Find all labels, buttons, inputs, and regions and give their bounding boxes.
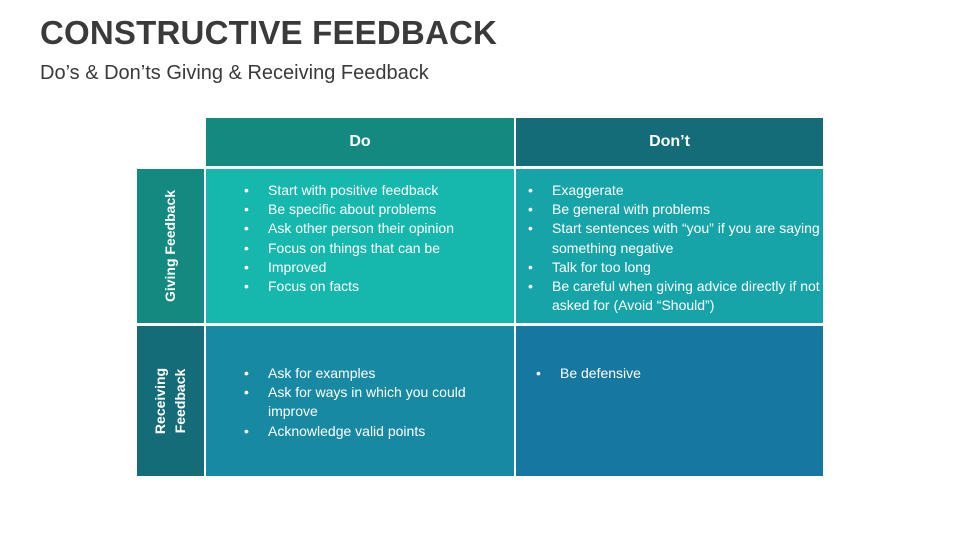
bullet-item: Exaggerate [528,181,823,200]
column-header-dont-label: Don’t [649,133,690,150]
cell-giving-dont: ExaggerateBe general with problemsStart … [516,169,823,323]
bullet-item: Improved [244,258,514,277]
bullet-item: Be defensive [536,364,823,383]
bullet-item: Ask for examples [244,364,494,383]
bullet-item: Acknowledge valid points [244,422,494,441]
bullet-item: Focus on facts [244,277,514,296]
bullet-item: Start sentences with “you” if you are sa… [528,219,823,257]
bullet-item: Ask other person their opinion [244,219,514,238]
giving-do-list: Start with positive feedbackBe specific … [244,181,514,296]
column-header-do-label: Do [349,133,371,150]
bullet-item: Be specific about problems [244,200,514,219]
receiving-dont-list: Be defensive [536,364,823,383]
page-subtitle: Do’s & Don’ts Giving & Receiving Feedbac… [40,62,429,84]
column-header-dont: Don’t [516,118,823,166]
row-header-giving-label: Giving Feedback [162,189,179,303]
bullet-item: Be careful when giving advice directly i… [528,277,823,315]
giving-dont-list: ExaggerateBe general with problemsStart … [528,181,823,315]
cell-giving-do: Start with positive feedbackBe specific … [206,169,514,323]
cell-receiving-dont: Be defensive [516,326,823,476]
cell-receiving-do: Ask for examplesAsk for ways in which yo… [206,326,514,476]
column-header-do: Do [206,118,514,166]
row-header-giving: Giving Feedback [137,169,204,323]
bullet-item: Start with positive feedback [244,181,514,200]
receiving-do-list: Ask for examplesAsk for ways in which yo… [244,364,494,441]
row-header-receiving-label: Receiving Feedback [152,367,189,435]
bullet-item: Focus on things that can be [244,239,514,258]
bullet-item: Be general with problems [528,200,823,219]
page-title: CONSTRUCTIVE FEEDBACK [40,14,498,51]
bullet-item: Ask for ways in which you could improve [244,383,494,421]
row-header-receiving: Receiving Feedback [137,326,204,476]
bullet-item: Talk for too long [528,258,823,277]
